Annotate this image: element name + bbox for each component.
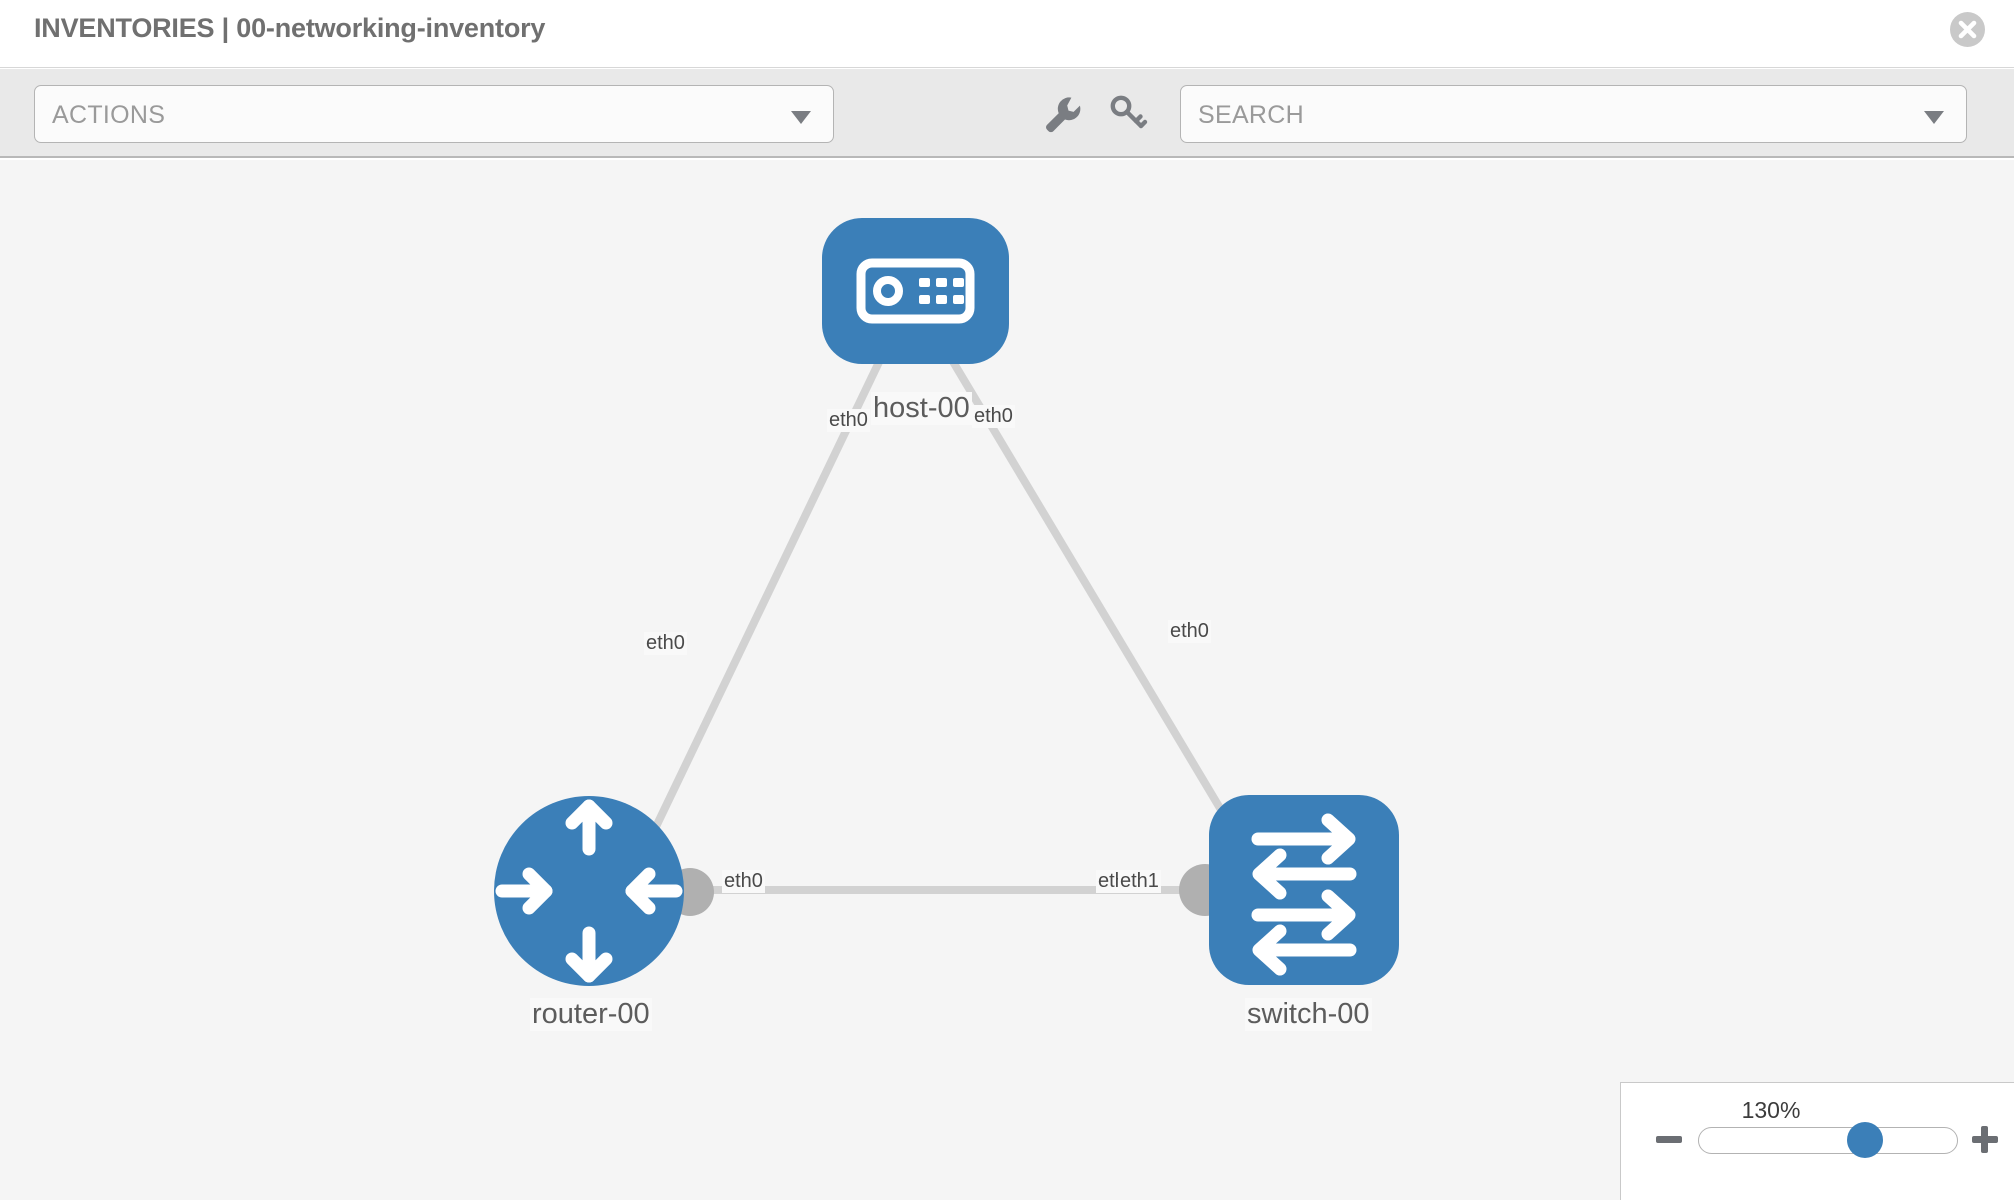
node-router-00 — [494, 796, 684, 986]
router-arrows-icon — [495, 799, 683, 983]
search-placeholder: SEARCH — [1198, 101, 1304, 129]
topology-canvas[interactable]: eth0 eth0 eth0 eth0 eth0 eth0 eth1 host-… — [0, 160, 2014, 1200]
edge-host00-switch00 — [948, 357, 1249, 853]
server-icon — [856, 258, 975, 324]
search-input[interactable]: SEARCH — [1180, 85, 1967, 143]
minus-icon[interactable] — [1656, 1136, 1682, 1143]
chevron-down-icon — [791, 111, 811, 124]
switch-arrows-icon — [1251, 813, 1357, 976]
page-header: INVENTORIES | 00-networking-inventory — [0, 0, 2014, 68]
node-host-00-shape — [822, 218, 1009, 364]
edge-host00-router00 — [636, 358, 884, 862]
node-router-00-shape — [494, 796, 684, 986]
actions-dropdown-label: ACTIONS — [52, 101, 166, 129]
node-host-00 — [822, 218, 1009, 364]
topology-graph — [494, 218, 1399, 986]
zoom-control-panel: 130% — [1620, 1082, 2014, 1200]
close-icon[interactable] — [1949, 11, 1986, 48]
zoom-slider-thumb[interactable] — [1847, 1122, 1883, 1158]
zoom-slider-track[interactable] — [1698, 1127, 1958, 1154]
node-switch-00 — [1209, 795, 1399, 985]
chevron-down-icon — [1924, 111, 1944, 124]
wrench-icon[interactable] — [1038, 90, 1084, 136]
page-title: INVENTORIES | 00-networking-inventory — [34, 13, 546, 43]
key-icon[interactable] — [1105, 90, 1151, 136]
actions-dropdown[interactable]: ACTIONS — [34, 85, 834, 143]
topology-edges — [600, 357, 1300, 894]
zoom-percent-label: 130% — [1741, 1097, 1801, 1123]
plus-icon-vertical[interactable] — [1981, 1126, 1988, 1153]
